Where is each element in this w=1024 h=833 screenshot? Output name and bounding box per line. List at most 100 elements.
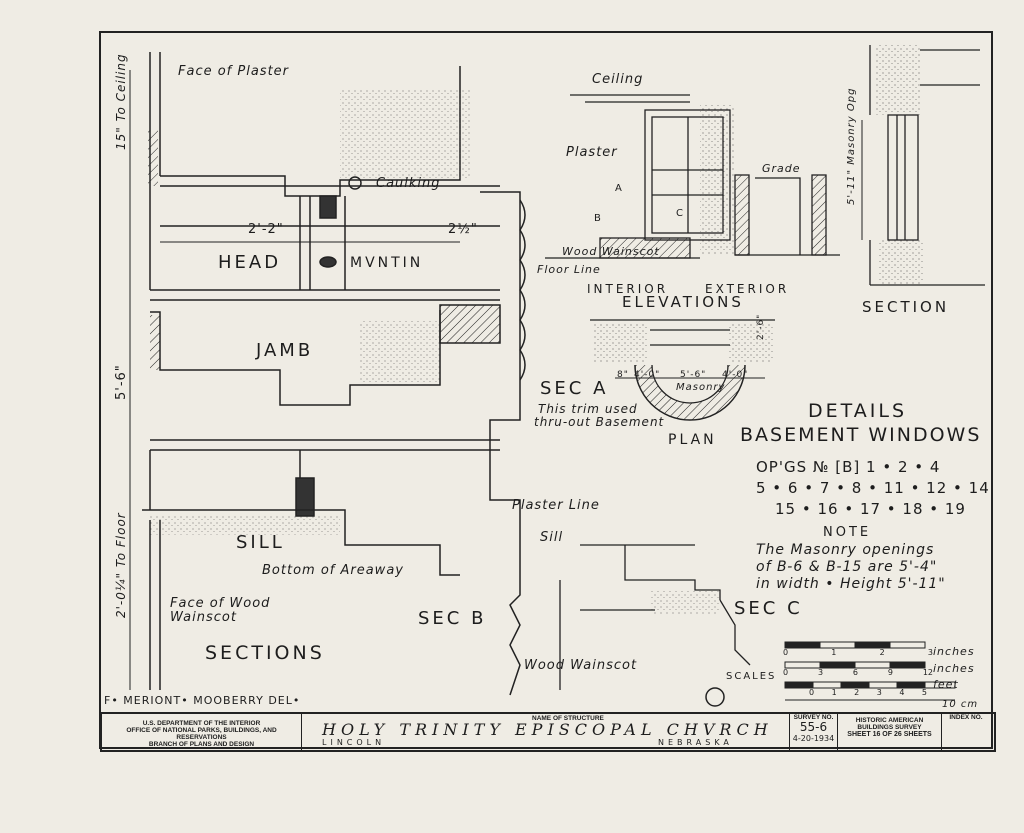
- structure-cell: NAME OF STRUCTURE HOLY TRINITY EPISCOPAL…: [302, 714, 790, 750]
- dim-5-6-label: 5'-6": [114, 364, 129, 400]
- scale-3-unit: feet: [933, 678, 959, 691]
- details-title: DETAILS: [808, 400, 908, 422]
- sections-title: SECTIONS: [205, 642, 325, 664]
- index-cell: INDEX NO.: [942, 714, 990, 750]
- scale-3-tick: 5: [921, 688, 927, 697]
- agency-line-2: OFFICE OF NATIONAL PARKS, BUILDINGS, AND…: [126, 727, 277, 741]
- plan-dim-3: 5'-6": [680, 370, 707, 380]
- note-line-1: The Masonry openings: [756, 542, 935, 558]
- survey-seal: [705, 687, 725, 707]
- survey-no-label: SURVEY NO.: [793, 714, 834, 721]
- scale-3-tick: 2: [854, 688, 860, 697]
- plan-dim-4: 4'-0": [722, 370, 749, 380]
- title-block: U.S. DEPARTMENT OF THE INTERIOR OFFICE O…: [100, 712, 996, 752]
- plan-title: PLAN: [668, 432, 717, 448]
- scale-1-tick: 1: [831, 648, 837, 657]
- scale-2-tick: 6: [852, 668, 858, 677]
- hab-cell: HISTORIC AMERICAN BUILDINGS SURVEY SHEET…: [838, 714, 942, 750]
- sill-c-label: Sill: [540, 530, 564, 545]
- scale-1-tick: 3: [927, 648, 933, 657]
- hab-line-1: HISTORIC AMERICAN: [855, 717, 924, 724]
- head-label: HEAD: [218, 252, 282, 273]
- sec-c-label: SEC C: [734, 598, 803, 619]
- dim-2-2-label: 2'-2": [248, 222, 284, 237]
- openings-line-2: 5 • 6 • 7 • 8 • 11 • 12 • 14: [756, 479, 990, 497]
- survey-number: 55-6: [799, 720, 828, 734]
- scale-1-ticks: 0 1 2 3: [783, 648, 933, 657]
- scale-1-tick: 0: [783, 648, 789, 657]
- elevations-title: ELEVATIONS: [622, 293, 744, 311]
- plan-dim-5: 2'-6": [756, 313, 766, 340]
- sec-a-note-1: This trim used: [538, 402, 638, 416]
- scale-2-ticks: 0 3 6 9 12: [783, 668, 933, 677]
- plan-masonry-label: Masonry: [676, 382, 726, 393]
- dim-2-half-label: 2½": [448, 222, 478, 237]
- mark-a: A: [615, 183, 622, 194]
- elevations-drawing: [545, 94, 840, 259]
- wood-wainscot-label: Wood Wainscot: [524, 658, 638, 673]
- caulking-label: Caulking: [376, 176, 441, 191]
- to-ceiling-label: 15" To Ceiling: [114, 53, 128, 150]
- scale-4-unit: 10 cm: [942, 699, 979, 710]
- survey-date: 4-20-1934: [792, 734, 835, 743]
- index-no-label: INDEX NO.: [949, 714, 983, 721]
- structure-city: LINCOLN: [322, 738, 386, 747]
- plan-dim-1: 8": [617, 370, 629, 380]
- window-section-drawing: [861, 45, 985, 286]
- survey-cell: SURVEY NO. 55-6 4-20-1934: [790, 714, 838, 750]
- note-title: NOTE: [823, 525, 872, 540]
- sec-b-label: SEC B: [418, 608, 487, 629]
- section-title: SECTION: [862, 298, 950, 316]
- scale-1-unit: inches: [933, 645, 975, 658]
- plan-dim-2: 4'-0": [634, 370, 661, 380]
- structure-name-label: NAME OF STRUCTURE: [532, 715, 604, 722]
- sill-label: SILL: [236, 532, 285, 553]
- bottom-of-areaway-label: Bottom of Areaway: [262, 563, 404, 578]
- note-line-2: of B-6 & B-15 are 5'-4": [756, 559, 938, 575]
- scale-3-tick: 0: [809, 688, 815, 697]
- scale-1-tick: 2: [879, 648, 885, 657]
- openings-line-3: 15 • 16 • 17 • 18 • 19: [775, 500, 966, 518]
- structure-state: NEBRASKA: [658, 738, 733, 747]
- agency-cell: U.S. DEPARTMENT OF THE INTERIOR OFFICE O…: [102, 714, 302, 750]
- plan-drawing: [590, 319, 775, 421]
- agency-line-1: U.S. DEPARTMENT OF THE INTERIOR: [142, 720, 261, 727]
- floor-line-label: Floor Line: [537, 263, 601, 276]
- basement-windows-title: BASEMENT WINDOWS: [740, 424, 982, 446]
- face-of-plaster-label: Face of Plaster: [178, 64, 290, 79]
- agency-line-3: BRANCH OF PLANS AND DESIGN: [148, 741, 255, 748]
- ceiling-label: Ceiling: [592, 72, 644, 87]
- masonry-opg-label: 5'-11" Masonry Opg: [846, 87, 857, 205]
- scale-2-tick: 0: [783, 668, 789, 677]
- plaster-label: Plaster: [566, 145, 618, 160]
- structure-name: HOLY TRINITY EPISCOPAL CHVRCH: [322, 720, 773, 739]
- interior-label: INTERIOR: [587, 282, 669, 296]
- sections-drawing: [129, 52, 526, 696]
- mark-c: C: [676, 208, 683, 219]
- sec-c-drawing: [559, 544, 751, 690]
- hab-line-2: BUILDINGS SURVEY: [857, 724, 922, 731]
- sec-a-label: SEC A: [540, 378, 609, 399]
- to-floor-label: 2'-0¼" To Floor: [114, 512, 128, 618]
- jamb-label: JAMB: [256, 340, 314, 361]
- plaster-line-label: Plaster Line: [512, 498, 600, 513]
- delineator-credit: F• MERIONT• MOOBERRY DEL•: [104, 694, 301, 707]
- face-of-wood-label: Face of Wood: [170, 596, 271, 611]
- mark-b: B: [594, 213, 601, 224]
- exterior-label: EXTERIOR: [705, 282, 790, 296]
- note-line-3: in width • Height 5'-11": [756, 576, 946, 592]
- scale-3-tick: 3: [876, 688, 882, 697]
- scale-2-tick: 9: [887, 668, 893, 677]
- scale-3-ticks: 0 1 2 3 4 5: [809, 688, 927, 697]
- scale-bars: [784, 641, 956, 701]
- wood-wainscot-elev-label: Wood Wainscot: [562, 245, 660, 258]
- sheet-number: SHEET 16 OF 26 SHEETS: [847, 731, 932, 738]
- scale-2-tick: 12: [922, 668, 933, 677]
- scale-2-tick: 3: [817, 668, 824, 677]
- muntin-label: MVNTIN: [350, 255, 424, 271]
- grade-label: Grade: [762, 162, 801, 175]
- scale-3-tick: 1: [831, 688, 837, 697]
- scale-3-tick: 4: [899, 688, 905, 697]
